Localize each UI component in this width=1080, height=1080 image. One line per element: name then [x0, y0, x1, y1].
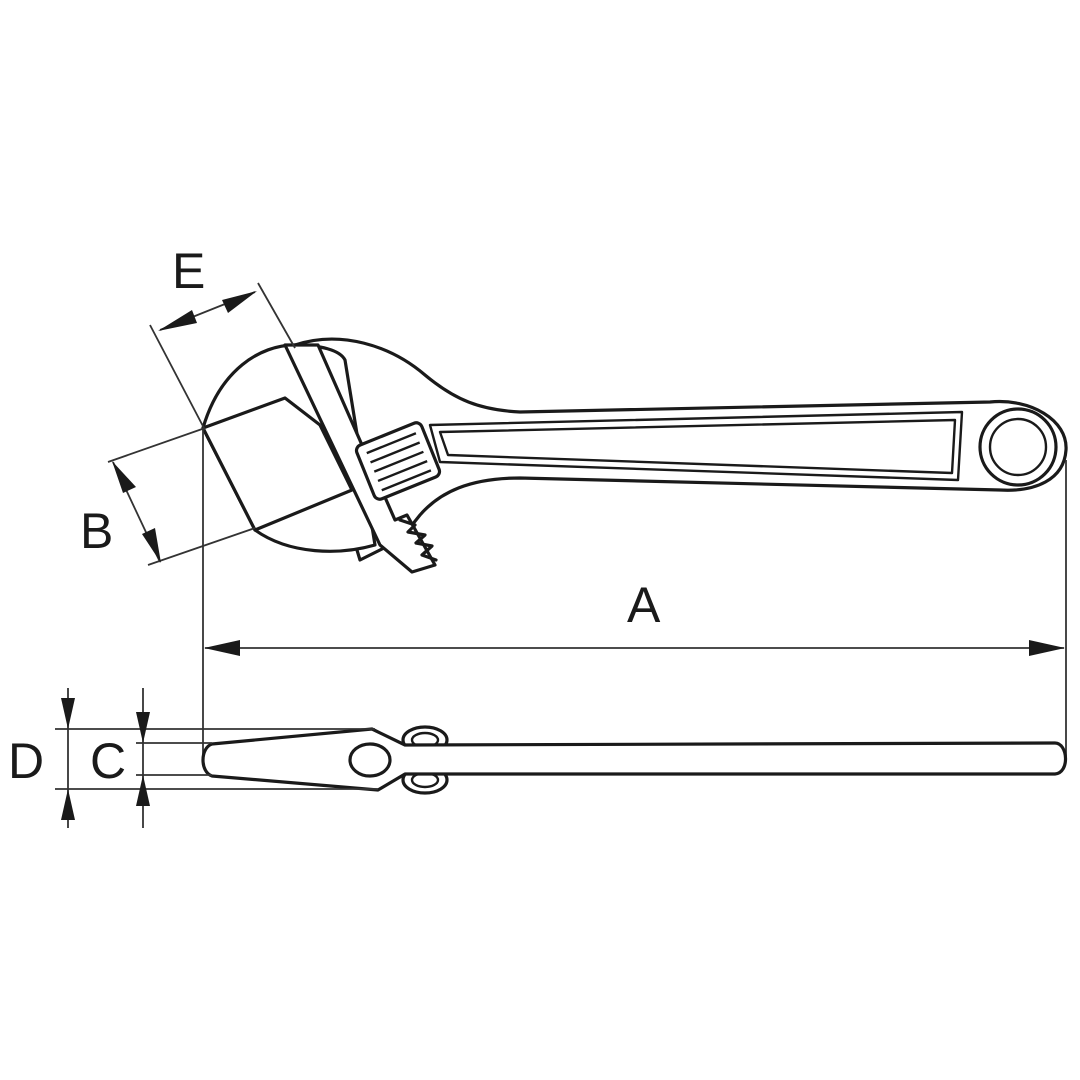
- jaw-serrations: [398, 518, 438, 562]
- dim-a-arrow-right-icon: [1029, 640, 1065, 656]
- hang-hole-outer: [978, 407, 1058, 487]
- dim-label-a: A: [627, 577, 661, 633]
- dim-d-arrow-top-icon: [61, 698, 75, 729]
- dim-a-arrow-left-icon: [204, 640, 240, 656]
- dim-c-arrow-top-icon: [136, 712, 150, 743]
- wrench-side-profile: [201, 727, 1068, 792]
- wrench-handle-recess: [428, 410, 964, 482]
- fixed-jaw: [201, 396, 354, 532]
- wrench-top-view: [201, 337, 1068, 574]
- hang-hole-inner: [988, 417, 1048, 477]
- dim-label-d: D: [8, 733, 44, 789]
- wrench-handle-outline: [293, 337, 1068, 562]
- wrench-side-view: [201, 725, 1068, 795]
- dim-b-extension-top: [107, 427, 206, 463]
- dim-e-extension-right: [257, 282, 296, 349]
- dim-b-extension-bottom: [147, 527, 256, 566]
- dim-b-arrow-bottom-icon: [142, 528, 161, 563]
- dim-e-arrow-right-icon: [222, 291, 257, 313]
- dim-label-e: E: [172, 243, 205, 299]
- worm-screw-threads: [366, 432, 432, 492]
- dim-e-extension-left: [149, 324, 206, 431]
- dim-e-arrow-left-icon: [158, 310, 197, 331]
- pivot-hole: [348, 742, 392, 778]
- dim-b-arrow-top-icon: [112, 461, 136, 493]
- dim-label-c: C: [90, 733, 126, 789]
- dimension-c: C: [90, 688, 212, 828]
- wrench-handle-recess-inner: [438, 418, 957, 475]
- dim-d-arrow-bottom-icon: [61, 789, 75, 820]
- dimension-e: E: [149, 243, 296, 431]
- dim-c-arrow-bottom-icon: [136, 775, 150, 806]
- dimension-b: B: [80, 427, 256, 566]
- dim-label-b: B: [80, 503, 113, 559]
- dimension-a: A: [202, 428, 1067, 760]
- dimension-d: D: [8, 688, 378, 828]
